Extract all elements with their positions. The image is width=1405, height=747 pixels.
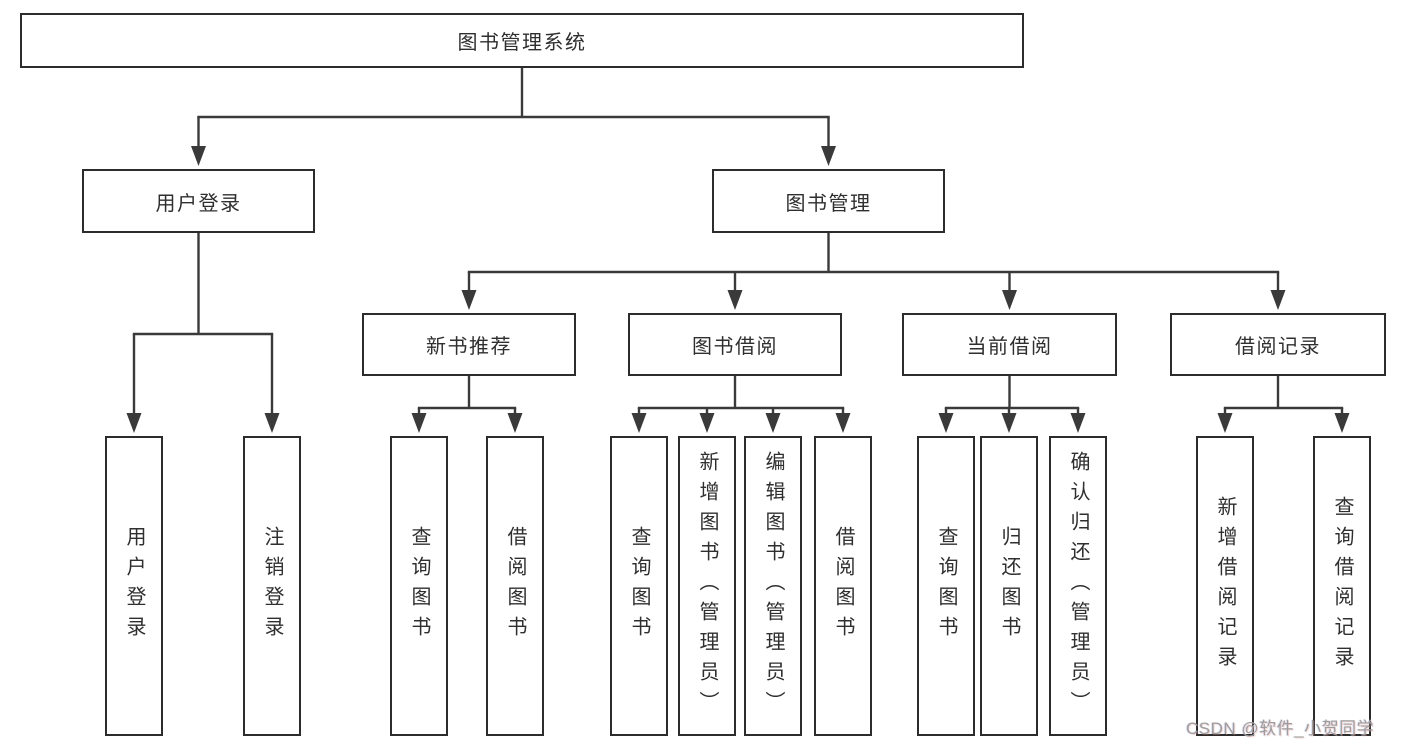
node-user-login: 用户登录 <box>82 169 315 233</box>
arrowhead-icon <box>1002 290 1017 310</box>
arrowhead-icon <box>264 413 280 433</box>
arrowhead-icon <box>411 413 427 433</box>
leaf-return-books: 归还图书 <box>980 436 1038 736</box>
node-current-borrowing: 当前借阅 <box>902 313 1117 376</box>
arrowhead-icon <box>126 413 142 433</box>
arrowhead-icon <box>727 290 743 310</box>
arrowhead-icon <box>821 146 836 166</box>
leaf-query-books-current: 查询图书 <box>917 436 975 736</box>
node-book-borrowing: 图书借阅 <box>628 313 842 376</box>
arrowhead-icon <box>1001 413 1017 433</box>
leaf-logout: 注销登录 <box>243 436 301 736</box>
arrowhead-icon <box>507 413 523 433</box>
arrowhead-icon <box>835 413 851 433</box>
arrowhead-icon <box>1270 290 1286 310</box>
leaf-query-books-recommend: 查询图书 <box>390 436 448 736</box>
arrowhead-icon <box>191 146 206 166</box>
arrowhead-icon <box>699 413 715 433</box>
leaf-borrow-books-recommend: 借阅图书 <box>486 436 544 736</box>
arrowhead-icon <box>1217 413 1233 433</box>
node-library-management-system: 图书管理系统 <box>20 13 1024 68</box>
leaf-add-books-admin: 新增图书（管理员） <box>678 436 736 736</box>
arrowhead-icon <box>631 413 647 433</box>
leaf-user-login: 用户登录 <box>105 436 163 736</box>
node-book-management: 图书管理 <box>712 169 945 233</box>
leaf-borrow-books: 借阅图书 <box>814 436 872 736</box>
arrowhead-icon <box>1334 413 1350 433</box>
arrowhead-icon <box>461 290 477 310</box>
arrowhead-icon <box>938 413 954 433</box>
leaf-add-borrow-record: 新增借阅记录 <box>1196 436 1254 736</box>
node-new-book-recommendation: 新书推荐 <box>362 313 576 376</box>
node-borrowing-records: 借阅记录 <box>1170 313 1386 376</box>
csdn-watermark: CSDN @软件_小贺同学 <box>1186 719 1375 738</box>
leaf-query-borrow-record: 查询借阅记录 <box>1313 436 1371 736</box>
arrowhead-icon <box>765 413 781 433</box>
arrowhead-icon <box>1070 413 1086 433</box>
leaf-edit-books-admin: 编辑图书（管理员） <box>744 436 802 736</box>
leaf-query-books-borrowing: 查询图书 <box>610 436 668 736</box>
leaf-confirm-return-admin: 确认归还（管理员） <box>1049 436 1107 736</box>
